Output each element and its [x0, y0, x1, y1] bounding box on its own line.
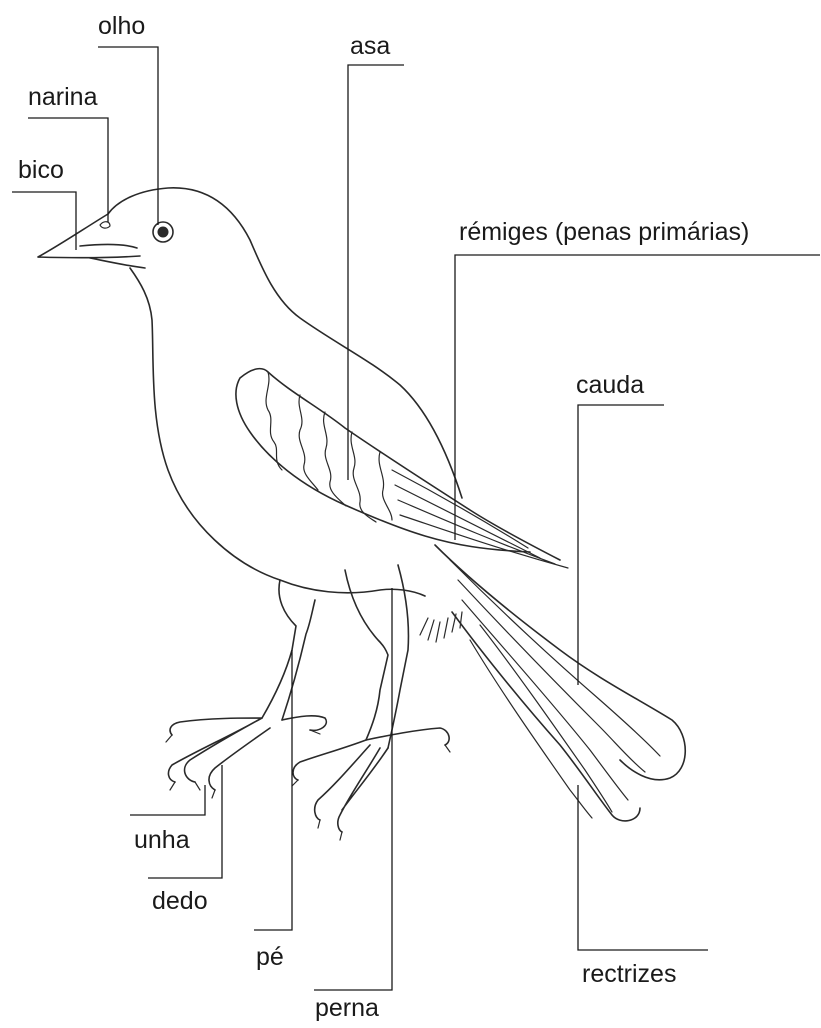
- bird-left-leg: [262, 580, 315, 720]
- label-narina: narina: [28, 83, 98, 111]
- leader-dedo: [148, 765, 222, 878]
- bird-tail-outline: [435, 545, 685, 821]
- label-asa: asa: [350, 32, 390, 60]
- leader-cauda: [578, 405, 664, 685]
- bird-primary-feathers: [392, 470, 568, 568]
- part-labels: olho narina bico asa rémiges (penas prim…: [18, 12, 749, 1022]
- bird-right-claws: [292, 745, 450, 840]
- leader-pe: [254, 650, 292, 930]
- label-dedo: dedo: [152, 887, 208, 915]
- bird-right-foot: [293, 728, 449, 832]
- bird-eye-pupil: [158, 227, 169, 238]
- bird-illustration: [38, 188, 685, 840]
- bird-tail-feathers: [450, 560, 660, 818]
- leader-bico: [12, 192, 76, 250]
- leader-rectrizes: [578, 785, 708, 950]
- leader-asa: [348, 65, 404, 480]
- bird-wing-outline: [236, 369, 560, 560]
- label-cauda: cauda: [576, 371, 644, 399]
- label-unha: unha: [134, 826, 190, 854]
- bird-beak: [38, 214, 145, 268]
- bird-breast-outline: [130, 268, 425, 596]
- label-olho: olho: [98, 12, 145, 40]
- bird-nostril: [100, 222, 110, 228]
- label-perna: perna: [315, 994, 379, 1022]
- leader-perna: [314, 588, 392, 990]
- label-bico: bico: [18, 156, 64, 184]
- label-pe: pé: [256, 943, 284, 971]
- label-remiges: rémiges (penas primárias): [459, 218, 749, 246]
- leader-unha: [130, 785, 205, 815]
- label-rectrizes: rectrizes: [582, 960, 676, 988]
- bird-left-foot: [168, 716, 326, 790]
- bird-belly-feathers: [420, 612, 462, 642]
